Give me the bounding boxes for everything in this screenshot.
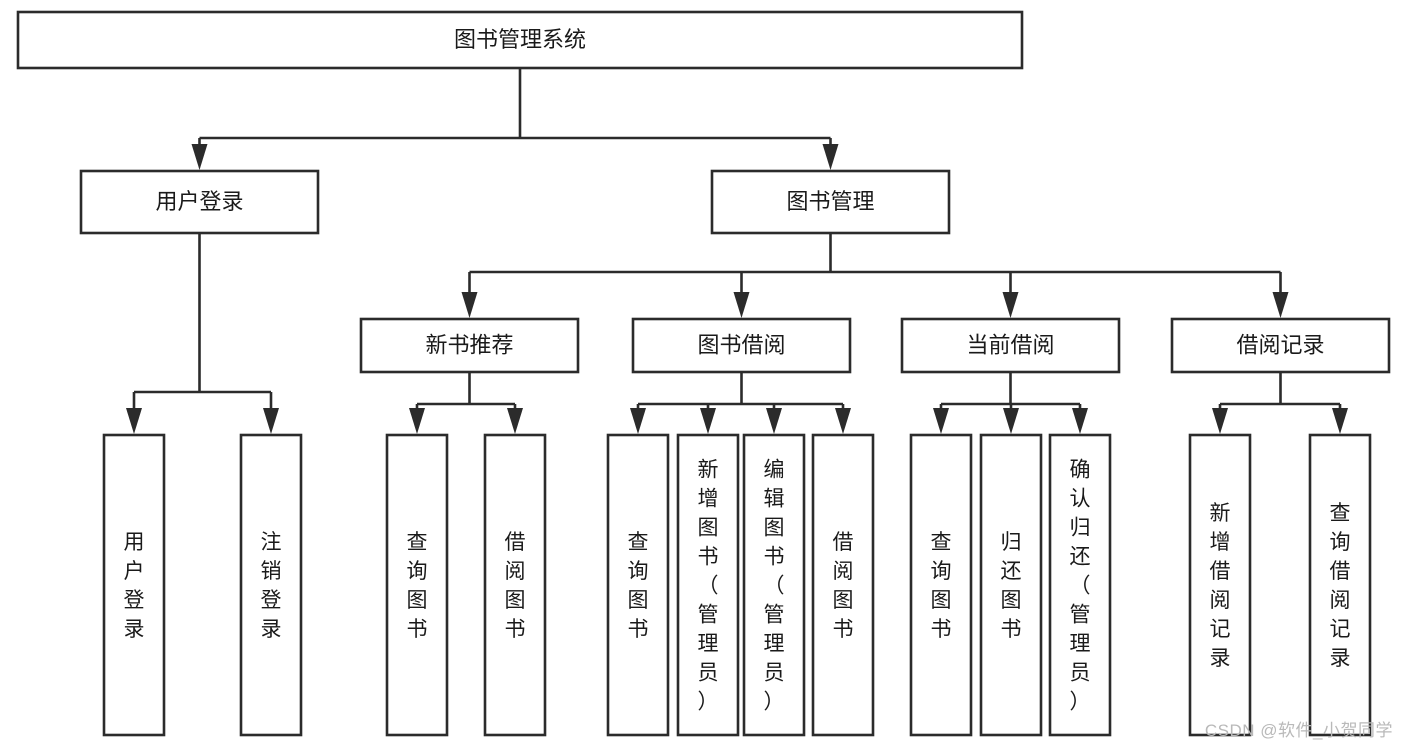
nodes-layer: 图书管理系统用户登录图书管理新书推荐图书借阅当前借阅借阅记录用户登录注销登录查询… (16, 10, 1391, 737)
edge-arrowhead-icon (630, 408, 646, 434)
node-label-leaf_4: 查询图书 (628, 531, 649, 641)
node-l1_0[interactable]: 用户登录 (79, 169, 320, 235)
edge-arrowhead-icon (933, 408, 949, 434)
edge-arrowhead-icon (507, 408, 523, 434)
node-l1_1[interactable]: 图书管理 (710, 169, 951, 235)
node-label-leaf_8: 查询图书 (931, 531, 952, 641)
edge-arrowhead-icon (1332, 408, 1348, 434)
node-box-leaf_3[interactable] (483, 433, 547, 737)
node-box-leaf_10[interactable] (1048, 433, 1112, 737)
node-label-leaf_0: 用户登录 (124, 531, 145, 641)
edge-arrowhead-icon (1212, 408, 1228, 434)
edge-arrowhead-icon (822, 144, 839, 170)
node-box-leaf_5[interactable] (676, 433, 740, 737)
edge-arrowhead-icon (191, 144, 208, 170)
node-leaf_11[interactable]: 新增借阅记录 (1188, 433, 1252, 737)
node-box-l2_1[interactable] (631, 317, 852, 374)
node-leaf_9[interactable]: 归还图书 (979, 433, 1043, 737)
node-label-leaf_12: 查询借阅记录 (1330, 502, 1351, 670)
node-box-leaf_0[interactable] (102, 433, 166, 737)
node-l2_0[interactable]: 新书推荐 (359, 317, 580, 374)
node-box-leaf_6[interactable] (742, 433, 806, 737)
node-label-l2_2: 当前借阅 (966, 332, 1054, 357)
edge-arrowhead-icon (1072, 408, 1088, 434)
edge-arrowhead-icon (263, 408, 279, 434)
node-label-leaf_6: 编辑图书（管理员） (764, 459, 785, 714)
node-box-leaf_12[interactable] (1308, 433, 1372, 737)
node-label-leaf_10: 确认归还（管理员） (1070, 459, 1091, 714)
node-leaf_10[interactable]: 确认归还（管理员） (1048, 433, 1112, 737)
node-leaf_5[interactable]: 新增图书（管理员） (676, 433, 740, 737)
node-leaf_1[interactable]: 注销登录 (239, 433, 303, 737)
node-label-l2_0: 新书推荐 (425, 332, 513, 357)
node-box-root[interactable] (16, 10, 1024, 70)
node-label-l1_0: 用户登录 (155, 189, 243, 214)
node-label-root: 图书管理系统 (454, 27, 586, 52)
node-label-l2_3: 借阅记录 (1236, 332, 1324, 357)
node-label-leaf_9: 归还图书 (1001, 531, 1022, 641)
node-label-l1_1: 图书管理 (786, 189, 874, 214)
node-label-leaf_5: 新增图书（管理员） (698, 459, 719, 714)
edge-arrowhead-icon (700, 408, 716, 434)
node-label-leaf_1: 注销登录 (261, 531, 282, 641)
node-label-leaf_3: 借阅图书 (505, 531, 526, 641)
node-box-l2_3[interactable] (1170, 317, 1391, 374)
node-box-leaf_8[interactable] (909, 433, 973, 737)
node-leaf_4[interactable]: 查询图书 (606, 433, 670, 737)
node-box-leaf_11[interactable] (1188, 433, 1252, 737)
node-box-leaf_4[interactable] (606, 433, 670, 737)
edge-arrowhead-icon (766, 408, 782, 434)
edge-arrowhead-icon (461, 292, 478, 318)
node-box-leaf_2[interactable] (385, 433, 449, 737)
node-label-leaf_2: 查询图书 (407, 531, 428, 641)
node-leaf_3[interactable]: 借阅图书 (483, 433, 547, 737)
edge-arrowhead-icon (835, 408, 851, 434)
node-leaf_12[interactable]: 查询借阅记录 (1308, 433, 1372, 737)
edge-arrowhead-icon (733, 292, 750, 318)
node-label-l2_1: 图书借阅 (697, 332, 785, 357)
node-box-l2_0[interactable] (359, 317, 580, 374)
node-box-leaf_7[interactable] (811, 433, 875, 737)
node-label-leaf_11: 新增借阅记录 (1210, 502, 1231, 670)
edge-arrowhead-icon (1003, 408, 1019, 434)
edge-arrowhead-icon (1272, 292, 1289, 318)
node-leaf_2[interactable]: 查询图书 (385, 433, 449, 737)
node-root[interactable]: 图书管理系统 (16, 10, 1024, 70)
node-l2_3[interactable]: 借阅记录 (1170, 317, 1391, 374)
node-leaf_0[interactable]: 用户登录 (102, 433, 166, 737)
node-box-leaf_1[interactable] (239, 433, 303, 737)
node-leaf_6[interactable]: 编辑图书（管理员） (742, 433, 806, 737)
node-box-l1_0[interactable] (79, 169, 320, 235)
node-box-l1_1[interactable] (710, 169, 951, 235)
edge-arrowhead-icon (126, 408, 142, 434)
node-leaf_7[interactable]: 借阅图书 (811, 433, 875, 737)
edges-layer (126, 68, 1348, 434)
edge-arrowhead-icon (409, 408, 425, 434)
node-leaf_8[interactable]: 查询图书 (909, 433, 973, 737)
node-box-leaf_9[interactable] (979, 433, 1043, 737)
node-box-l2_2[interactable] (900, 317, 1121, 374)
node-l2_2[interactable]: 当前借阅 (900, 317, 1121, 374)
node-label-leaf_7: 借阅图书 (833, 531, 854, 641)
edge-arrowhead-icon (1002, 292, 1019, 318)
node-l2_1[interactable]: 图书借阅 (631, 317, 852, 374)
